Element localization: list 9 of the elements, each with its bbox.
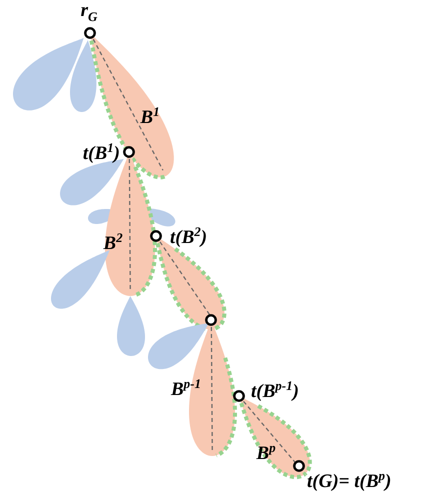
vertex-label: r$_{G}$	[80, 1, 98, 23]
block-label: B$^{1}$	[140, 104, 160, 128]
vertex-label: t(B$^{1}$)	[82, 140, 120, 164]
block-label: B$^{2}$	[103, 230, 123, 254]
block-label: B$^{p-1}$	[170, 376, 201, 400]
block-label: B$^{p}$	[256, 440, 276, 464]
vertex-label: t(B$^{p-1}$)	[251, 378, 299, 402]
vertex-label: t(B$^{2}$)	[170, 224, 208, 248]
vertex-label: t(G)= t(B$^{p}$)	[307, 468, 392, 492]
